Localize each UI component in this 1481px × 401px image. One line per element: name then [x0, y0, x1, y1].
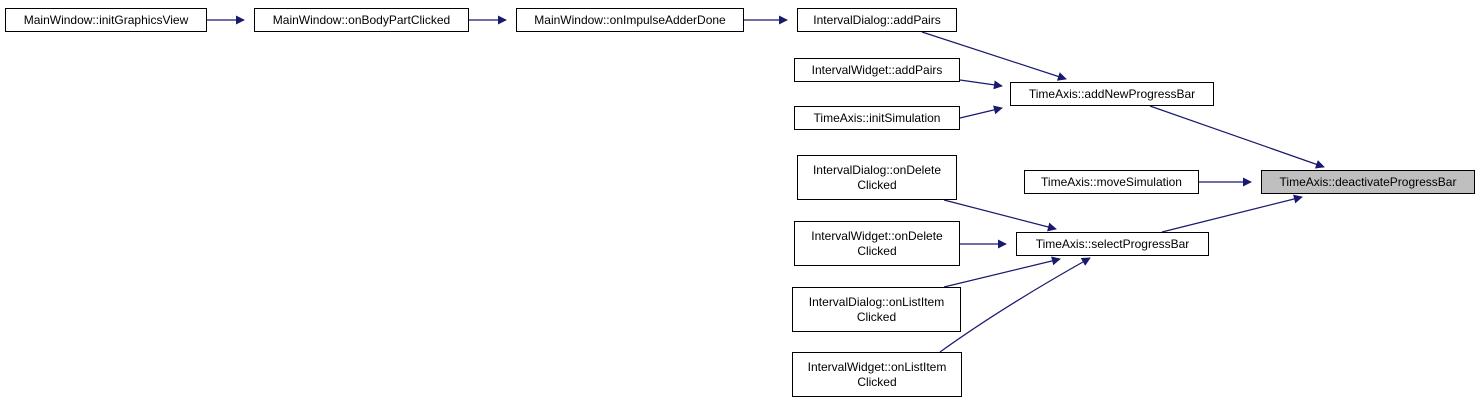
edge-n12-n10	[1161, 194, 1303, 233]
node-intervalwidget-addpairs[interactable]: IntervalWidget::addPairs	[794, 58, 960, 82]
node-label: TimeAxis::deactivateProgressBar	[1279, 174, 1457, 189]
node-label: TimeAxis::addNewProgressBar	[1028, 86, 1196, 101]
node-mainwindow-onimpulseadderdone[interactable]: MainWindow::onImpulseAdderDone	[516, 8, 744, 32]
edge-n6-n7	[959, 105, 1003, 119]
node-label: IntervalWidget::addPairs	[811, 62, 943, 77]
edge-n4-n7	[921, 31, 1067, 81]
node-label-line-2: Clicked	[857, 243, 897, 258]
node-mainwindow-onbodypartclicked[interactable]: MainWindow::onBodyPartClicked	[254, 8, 469, 32]
node-intervaldialog-ondeleteclicked[interactable]: IntervalDialog::onDelete Clicked	[797, 155, 957, 200]
node-timeaxis-initsimulation[interactable]: TimeAxis::initSimulation	[794, 106, 960, 130]
node-label: MainWindow::onBodyPartClicked	[272, 12, 451, 27]
edge-n5-n7	[959, 79, 1003, 90]
node-label: MainWindow::onImpulseAdderDone	[534, 12, 726, 27]
node-mainwindow-initgraphicsview[interactable]: MainWindow::initGraphicsView	[5, 8, 207, 32]
node-intervaldialog-addpairs[interactable]: IntervalDialog::addPairs	[797, 8, 957, 32]
node-label: TimeAxis::moveSimulation	[1041, 174, 1182, 189]
node-label-line-1: IntervalWidget::onDelete	[811, 228, 943, 243]
node-label: IntervalDialog::addPairs	[813, 12, 941, 27]
edge-n7-n10	[1149, 105, 1325, 169]
node-label-line-2: Clicked	[857, 177, 897, 192]
node-timeaxis-addnewprogressbar[interactable]: TimeAxis::addNewProgressBar	[1010, 82, 1214, 106]
node-intervalwidget-onlistitemclicked[interactable]: IntervalWidget::onListItem Clicked	[792, 352, 962, 397]
node-label-line-1: IntervalDialog::onListItem	[808, 294, 945, 309]
node-timeaxis-movesimulation[interactable]: TimeAxis::moveSimulation	[1024, 170, 1199, 194]
node-timeaxis-deactivateprogressbar: TimeAxis::deactivateProgressBar	[1261, 170, 1475, 194]
node-intervaldialog-onlistitemclicked[interactable]: IntervalDialog::onListItem Clicked	[792, 287, 961, 332]
node-intervalwidget-ondeleteclicked[interactable]: IntervalWidget::onDelete Clicked	[794, 221, 960, 266]
edge-n13-n12	[943, 256, 1061, 288]
node-label-line-2: Clicked	[857, 374, 897, 389]
node-label: TimeAxis::selectProgressBar	[1035, 236, 1190, 251]
node-timeaxis-selectprogressbar[interactable]: TimeAxis::selectProgressBar	[1016, 232, 1209, 256]
edge-n14-n12	[939, 257, 1091, 353]
node-label-line-1: IntervalWidget::onListItem	[807, 359, 947, 374]
node-label: TimeAxis::initSimulation	[813, 110, 941, 125]
edge-n8-n12	[943, 199, 1057, 232]
node-label-line-2: Clicked	[856, 309, 897, 324]
node-label-line-1: IntervalDialog::onDelete	[812, 162, 942, 177]
node-label: MainWindow::initGraphicsView	[23, 12, 189, 27]
